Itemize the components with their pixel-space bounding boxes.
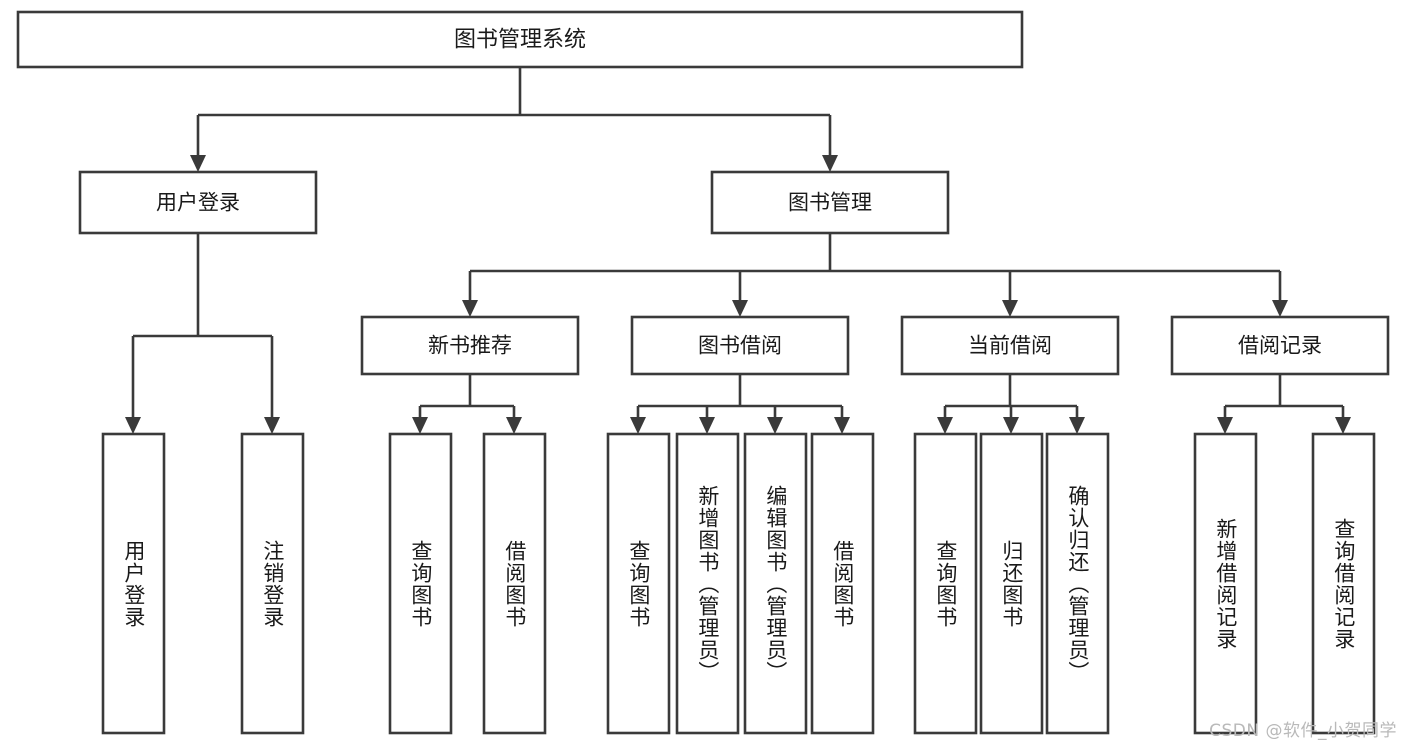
node-label-current-borrow: 当前借阅 bbox=[968, 334, 1052, 358]
node-box-leaf-user-login[interactable] bbox=[101, 432, 166, 735]
node-label-user-login: 用户登录 bbox=[156, 191, 240, 215]
connector-layer bbox=[125, 67, 1351, 434]
arrow-down-icon-borrow_record_to_leaves-0 bbox=[1217, 417, 1233, 434]
node-box-leaf-query-record[interactable] bbox=[1311, 432, 1376, 735]
node-label-new-book-recommend: 新书推荐 bbox=[428, 334, 512, 358]
node-box-user-login[interactable] bbox=[78, 170, 318, 235]
node-box-leaf-query-book-2[interactable] bbox=[606, 432, 671, 735]
node-box-root[interactable] bbox=[16, 10, 1024, 69]
arrow-down-icon-book_borrow_to_leaves-2 bbox=[767, 417, 783, 434]
arrow-down-icon-current_borrow_to_leaves-1 bbox=[1003, 417, 1019, 434]
node-label-book-borrow: 图书借阅 bbox=[698, 334, 782, 358]
arrow-down-icon-borrow_record_to_leaves-1 bbox=[1335, 417, 1351, 434]
arrow-down-icon-user_login_to_leaves-0 bbox=[125, 417, 141, 434]
csdn-watermark: CSDN @软件_小贺同学 bbox=[1209, 721, 1397, 741]
node-box-leaf-edit-book[interactable] bbox=[743, 432, 808, 735]
node-box-leaf-return-book[interactable] bbox=[979, 432, 1044, 735]
node-box-leaf-query-book-1[interactable] bbox=[388, 432, 453, 735]
node-box-leaf-borrow-book-1[interactable] bbox=[482, 432, 547, 735]
arrow-down-icon-book_manage_to_level3-2 bbox=[1002, 300, 1018, 317]
arrow-down-icon-root_to_level2-1 bbox=[822, 155, 838, 172]
node-label-root: 图书管理系统 bbox=[454, 28, 586, 53]
arrow-down-icon-current_borrow_to_leaves-2 bbox=[1069, 417, 1085, 434]
node-label-book-manage: 图书管理 bbox=[788, 191, 872, 215]
node-box-borrow-record[interactable] bbox=[1170, 315, 1390, 376]
arrow-down-icon-book_manage_to_level3-0 bbox=[462, 300, 478, 317]
node-box-book-borrow[interactable] bbox=[630, 315, 850, 376]
node-label-borrow-record: 借阅记录 bbox=[1238, 334, 1322, 358]
node-box-new-book-recommend[interactable] bbox=[360, 315, 580, 376]
arrow-down-icon-new_book_to_leaves-1 bbox=[506, 417, 522, 434]
node-box-current-borrow[interactable] bbox=[900, 315, 1120, 376]
arrow-down-icon-book_borrow_to_leaves-3 bbox=[834, 417, 850, 434]
node-box-leaf-confirm-return[interactable] bbox=[1045, 432, 1110, 735]
arrow-down-icon-book_manage_to_level3-1 bbox=[732, 300, 748, 317]
node-box-leaf-add-book[interactable] bbox=[675, 432, 740, 735]
node-box-leaf-borrow-book-2[interactable] bbox=[810, 432, 875, 735]
node-box-book-manage[interactable] bbox=[710, 170, 950, 235]
node-box-leaf-add-record[interactable] bbox=[1193, 432, 1258, 735]
arrow-down-icon-root_to_level2-0 bbox=[190, 155, 206, 172]
arrow-down-icon-book_borrow_to_leaves-0 bbox=[630, 417, 646, 434]
arrow-down-icon-book_borrow_to_leaves-1 bbox=[699, 417, 715, 434]
arrow-down-icon-user_login_to_leaves-1 bbox=[264, 417, 280, 434]
arrow-down-icon-current_borrow_to_leaves-0 bbox=[937, 417, 953, 434]
node-box-leaf-user-logout[interactable] bbox=[240, 432, 305, 735]
arrow-down-icon-book_manage_to_level3-3 bbox=[1272, 300, 1288, 317]
node-box-layer bbox=[16, 10, 1390, 735]
node-box-leaf-query-book-3[interactable] bbox=[913, 432, 978, 735]
arrow-down-icon-new_book_to_leaves-0 bbox=[412, 417, 428, 434]
